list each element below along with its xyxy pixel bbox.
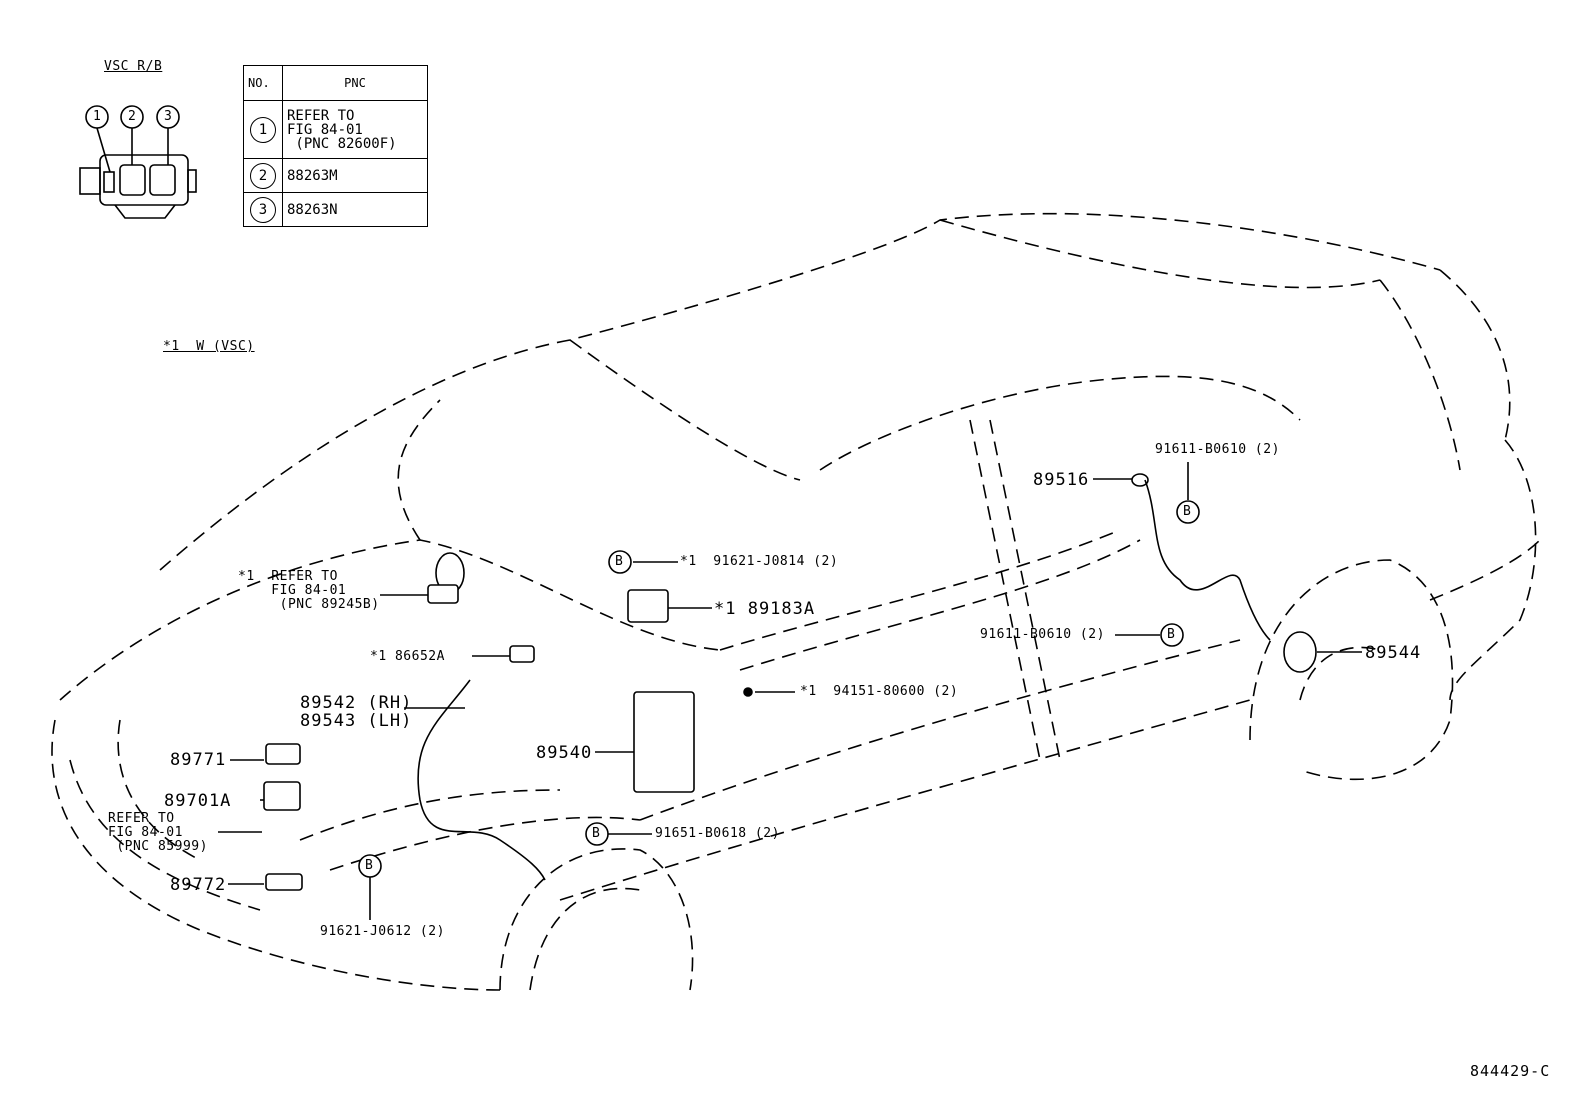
label-89543: 89543 (LH) (300, 711, 413, 731)
label-91651-b0618: 91651-B0618 (2) (655, 826, 780, 841)
car-outline (51, 212, 1541, 991)
header-no: NO. (243, 65, 283, 101)
label-86652a: *1 86652A (370, 649, 445, 664)
label-94151-80600: *1 94151-80600 (2) (800, 684, 959, 699)
table-row: 1 REFER TO FIG 84-01 (PNC 82600F) (243, 100, 428, 159)
bolt-marker-b: B (365, 858, 374, 873)
row-number: 2 (250, 162, 276, 189)
label-89183a: *1 89183A (714, 599, 816, 619)
connector-callout-1: 1 (93, 109, 102, 124)
figure-id: 844429-C (1470, 1062, 1551, 1080)
label-89544: 89544 (1365, 643, 1422, 663)
row-pnc: 88263M (287, 167, 338, 184)
table-row: 3 88263N (243, 192, 428, 227)
pnc-table-header: NO. PNC (243, 65, 428, 101)
label-89540: 89540 (536, 743, 593, 763)
table-row: 2 88263M (243, 158, 428, 193)
bolt-marker-b: B (615, 554, 624, 569)
bolt-marker-b: B (1183, 504, 1192, 519)
row-pnc: 88263N (287, 201, 338, 218)
label-91611-b0610-top: 91611-B0610 (2) (1155, 442, 1280, 457)
label-89516: 89516 (1033, 470, 1090, 490)
row-number: 1 (250, 116, 276, 143)
label-89772: 89772 (170, 875, 227, 895)
bolt-marker-b: B (592, 826, 601, 841)
label-91621-j0814: *1 91621-J0814 (2) (680, 554, 839, 569)
pnc-table: NO. PNC 1 REFER TO FIG 84-01 (PNC 82600F… (243, 65, 428, 227)
connector-callout-2: 2 (128, 109, 137, 124)
part-glyphs (263, 473, 1317, 891)
row-pnc: REFER TO FIG 84-01 (PNC 82600F) (287, 107, 397, 152)
bolt-markers (358, 500, 1200, 878)
bolt-marker-b: B (1167, 627, 1176, 642)
connector-callout-3: 3 (164, 109, 173, 124)
connector-shape (79, 105, 197, 219)
connector-title: VSC R/B (104, 59, 163, 74)
row-number: 3 (250, 196, 276, 223)
label-89542: 89542 (RH) (300, 693, 413, 713)
label-refer-85999: REFER TO FIG 84-01 (PNC 85999) (108, 811, 208, 854)
footnote: *1 W (VSC) (163, 339, 255, 354)
label-89771: 89771 (170, 750, 227, 770)
label-89701a: 89701A (164, 791, 232, 811)
leader-lines (218, 462, 1362, 920)
label-91611-b0610-mid: 91611-B0610 (2) (980, 627, 1105, 642)
label-91621-j0612: 91621-J0612 (2) (320, 924, 445, 939)
label-refer-89245b: *1 REFER TO FIG 84-01 (PNC 89245B) (238, 569, 380, 612)
header-pnc: PNC (282, 65, 428, 101)
